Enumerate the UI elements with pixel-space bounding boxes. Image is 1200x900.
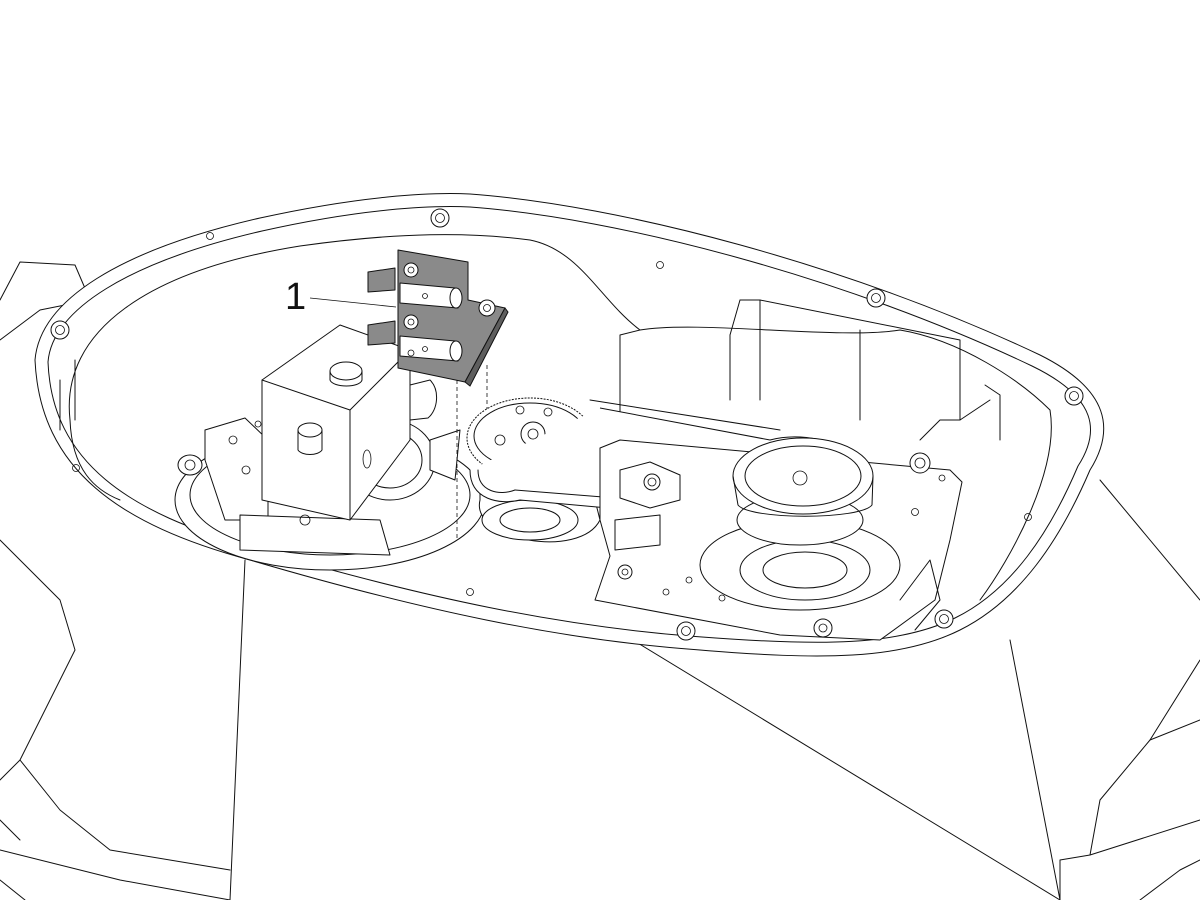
sensor-upper: [367, 262, 463, 309]
callout-label: 1: [285, 276, 306, 318]
rim-bolt: [50, 320, 70, 340]
motor-plate: [594, 437, 963, 641]
rim-bolt: [866, 288, 886, 308]
callout-leader-line: [309, 297, 397, 308]
rim-bolt: [676, 621, 696, 641]
rim-bolt: [1064, 386, 1084, 406]
sensor-bracket: [367, 249, 509, 540]
callout-1: 1: [285, 276, 397, 318]
sensor-lower: [367, 314, 463, 362]
rim-bolt: [430, 208, 450, 228]
inner-cavity: [59, 234, 1052, 601]
rim-bolt: [934, 609, 954, 629]
housing-body: [0, 261, 1200, 900]
mounting-block: [261, 324, 461, 521]
